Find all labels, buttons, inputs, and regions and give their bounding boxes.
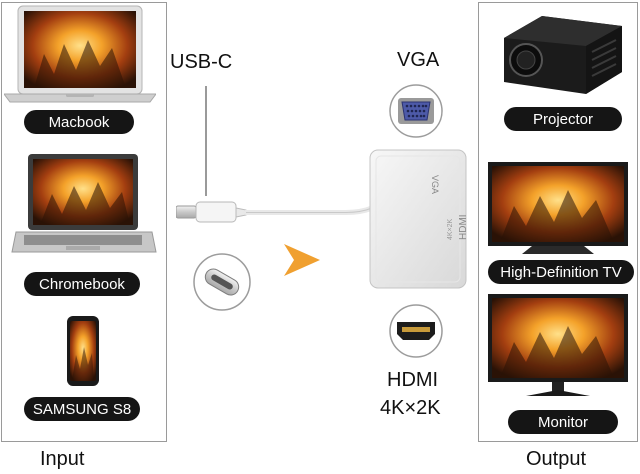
device-label-monitor: Monitor [508, 410, 618, 434]
device-label-hdtv: High-Definition TV [488, 260, 634, 284]
device-label-chromebook: Chromebook [24, 272, 140, 296]
hdtv-image [486, 160, 630, 256]
usb-c-plug [176, 198, 376, 228]
direction-arrow-icon [282, 242, 322, 278]
usb-c-label: USB-C [170, 51, 233, 73]
hdmi-label: HDMI [387, 369, 439, 391]
projector-image [490, 12, 626, 98]
hdmi-resolution-label: 4K×2K [380, 397, 441, 419]
samsung-s8-image [66, 315, 100, 387]
usb-c-leader-line [205, 86, 207, 196]
adapter-vga-text: VGA [430, 175, 440, 195]
monitor-image [486, 292, 630, 400]
usb-c-connector-closeup [192, 252, 252, 312]
input-caption: Input [40, 448, 85, 470]
device-label-samsung-s8: SAMSUNG S8 [24, 397, 140, 421]
adapter-hdmi-sub-text: 4K×2K [447, 218, 454, 240]
adapter-body [368, 148, 468, 290]
output-caption: Output [526, 448, 587, 470]
vga-port-closeup [389, 84, 443, 138]
adapter-hdmi-text: HDMI [458, 214, 469, 240]
macbook-image [4, 4, 156, 104]
hdmi-port-closeup [389, 304, 443, 358]
device-label-projector: Projector [504, 107, 622, 131]
device-label-macbook: Macbook [24, 110, 134, 134]
chromebook-image [6, 152, 158, 260]
vga-label: VGA [397, 49, 440, 71]
